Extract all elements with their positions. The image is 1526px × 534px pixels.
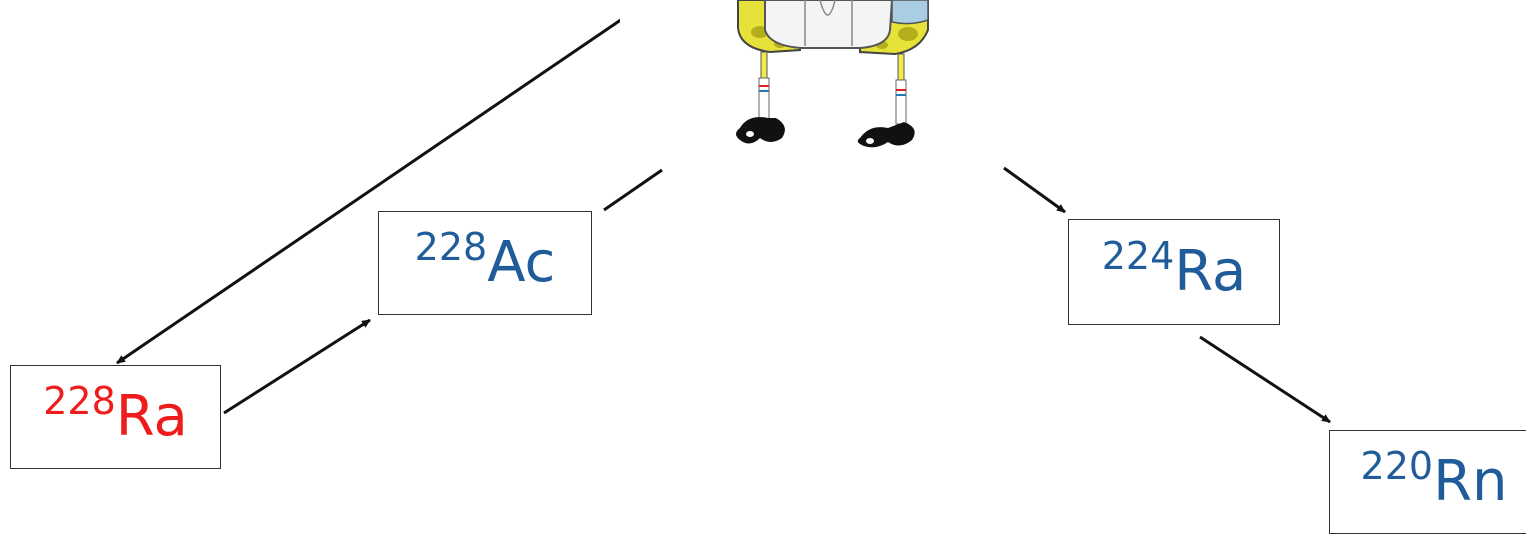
cartoon-character-legs-icon <box>620 0 1000 165</box>
element-symbol: Ra <box>1174 239 1247 304</box>
mass-number: 220 <box>1360 444 1434 488</box>
arrow-ra228-to-ac228 <box>223 318 371 415</box>
element-symbol: Rn <box>1433 449 1508 514</box>
element-symbol: Ac <box>487 230 556 295</box>
arrow-top-to-ra228 <box>116 13 629 365</box>
arrow-ac228-to-top <box>603 168 663 212</box>
mass-number: 228 <box>414 225 488 269</box>
mass-number: 228 <box>43 379 116 423</box>
arrow-ra224-to-rn220 <box>1199 335 1331 424</box>
mass-number: 224 <box>1101 234 1175 278</box>
element-symbol: Ra <box>115 384 188 449</box>
arrow-top-to-ra224 <box>1003 166 1066 214</box>
